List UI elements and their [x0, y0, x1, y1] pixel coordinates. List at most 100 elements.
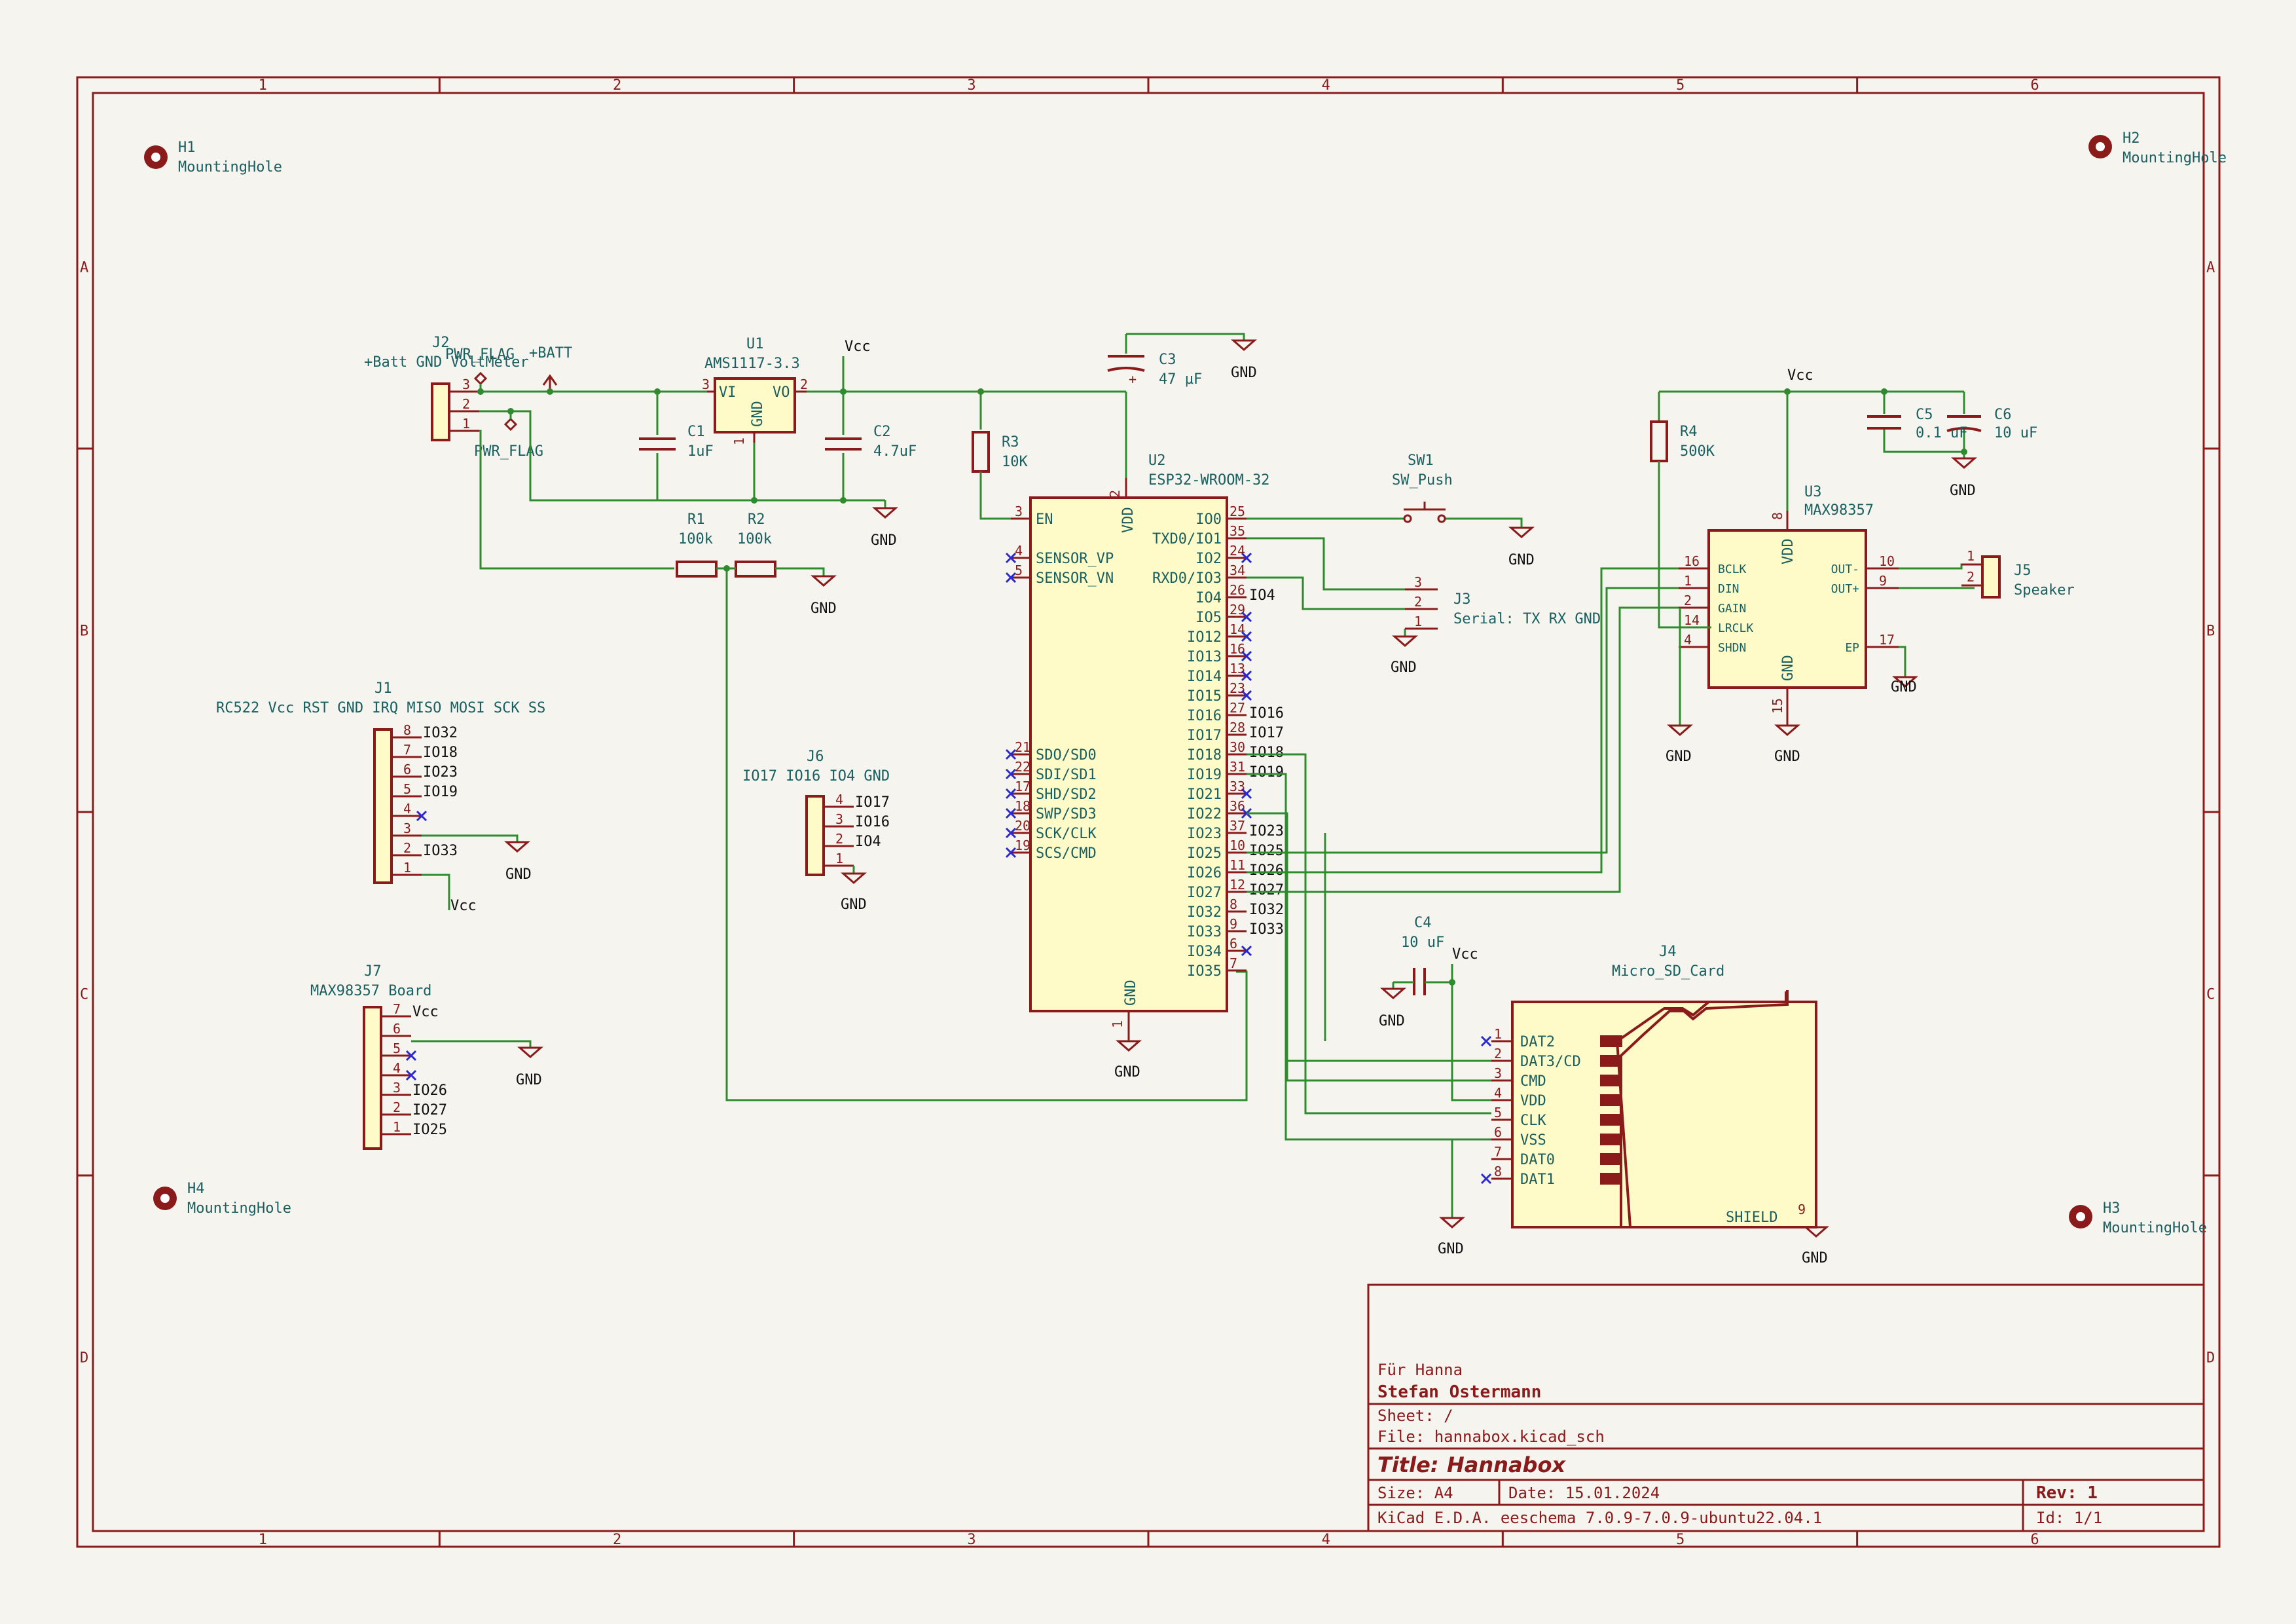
frame-row-label: B [80, 623, 88, 640]
frame-row-label: A [2206, 260, 2215, 276]
j1-pin-number: 4 [403, 801, 411, 817]
svg-text:1uF: 1uF [687, 443, 714, 460]
tb-size: Size: A4 [1377, 1484, 1453, 1502]
esp32-pin-name: IO2 [1195, 551, 1222, 567]
sdcard-pin-number: 5 [1494, 1105, 1502, 1120]
svg-text:3: 3 [1414, 574, 1422, 590]
net-label: IO19 [1249, 764, 1284, 781]
svg-text:0.1 uF: 0.1 uF [1916, 425, 1967, 441]
esp32-pin-number: 22 [1015, 759, 1030, 775]
svg-text:C5: C5 [1916, 407, 1933, 423]
svg-text:GND: GND [841, 896, 867, 913]
sdcard-pin-number: 6 [1494, 1124, 1502, 1140]
svg-text:4.7uF: 4.7uF [873, 443, 917, 460]
esp32-pin-number: 20 [1015, 818, 1030, 834]
svg-text:100k: 100k [737, 531, 772, 547]
j2-value: +Batt GND VoltMeter [364, 354, 529, 371]
no-connect-marker [1241, 611, 1252, 623]
svg-text:GND: GND [1379, 1013, 1405, 1029]
frame-col-label: 3 [967, 77, 975, 94]
u1-value: AMS1117-3.3 [704, 356, 800, 372]
esp32-pin-name: SDO/SD0 [1036, 747, 1097, 764]
no-connect-marker [405, 1050, 417, 1061]
esp32-pin-number: 37 [1230, 818, 1245, 834]
esp32-pin-name: IO16 [1187, 708, 1222, 724]
net-label: IO17 [855, 794, 890, 811]
net-label: IO25 [412, 1122, 447, 1138]
esp32-pin-name: IO35 [1187, 963, 1222, 980]
svg-text:8: 8 [1770, 512, 1785, 520]
svg-text:2: 2 [462, 396, 470, 412]
esp32-pin-number: 9 [1230, 916, 1237, 932]
max98357-pin-number: 4 [1684, 632, 1692, 648]
frame-row-label: D [80, 1350, 88, 1367]
no-connect-marker [1005, 827, 1017, 839]
j7-pin-number: 3 [393, 1080, 401, 1096]
mounting-hole-h2: H2 MountingHole [2088, 130, 2227, 166]
svg-text:1: 1 [731, 437, 747, 445]
esp32-pin-number: 34 [1230, 563, 1245, 578]
esp32-pin-number: 33 [1230, 779, 1245, 794]
net-label: IO23 [1249, 823, 1284, 840]
esp32-pin-name: IO12 [1187, 629, 1222, 646]
frame-col-label: 6 [2030, 1532, 2039, 1548]
esp32-pin-name: IO22 [1187, 806, 1222, 822]
net-label: IO23 [423, 764, 458, 781]
svg-text:GND: GND [1774, 748, 1800, 765]
net-label: IO32 [1249, 902, 1284, 918]
net-label: IO27 [412, 1102, 447, 1118]
max98357-pin-number: 16 [1684, 553, 1700, 569]
esp32-pin-name: IO13 [1187, 649, 1222, 665]
esp32-pin-number: 23 [1230, 680, 1245, 696]
j1-pin-number: 7 [403, 742, 411, 758]
esp32-pin-name: IO4 [1195, 590, 1222, 606]
no-connect-marker [1241, 670, 1252, 682]
svg-text:SHIELD: SHIELD [1726, 1209, 1777, 1226]
esp32-pin-number: 10 [1230, 838, 1245, 853]
j7-pin-number: 4 [393, 1060, 401, 1076]
no-connect-marker [1480, 1173, 1492, 1185]
max98357-pin-name: OUT- [1831, 563, 1859, 576]
svg-text:GND: GND [516, 1072, 542, 1088]
no-connect-marker [1005, 552, 1017, 564]
max98357-pin-number: 14 [1684, 612, 1700, 628]
tb-rev: Rev: 1 [2036, 1483, 2098, 1503]
svg-text:C2: C2 [873, 424, 891, 440]
j7-pin-number: 2 [393, 1099, 401, 1115]
svg-text:R1: R1 [687, 511, 705, 528]
sdcard-pin-number: 1 [1494, 1026, 1502, 1042]
esp32-pin-name: IO34 [1187, 944, 1222, 960]
esp32-pin-name: IO15 [1187, 688, 1222, 705]
esp32-pin-name: SENSOR_VN [1036, 570, 1114, 587]
svg-text:GND: GND [505, 866, 532, 883]
frame-col-label: 4 [1322, 1532, 1330, 1548]
sdcard-pin-name: VDD [1520, 1093, 1546, 1109]
esp32-pin-number: 25 [1230, 504, 1245, 519]
svg-text:2: 2 [1414, 594, 1422, 610]
esp32-pin-name: SCS/CMD [1036, 845, 1097, 862]
max98357-pin-name: OUT+ [1831, 582, 1860, 596]
sdcard-pin-number: 3 [1494, 1065, 1502, 1081]
esp32-pin-name: IO23 [1187, 826, 1222, 842]
tb-company: Stefan Ostermann [1377, 1382, 1541, 1402]
title-block: Für Hanna Stefan Ostermann Sheet: / File… [1367, 1283, 2205, 1532]
svg-text:H3: H3 [2103, 1200, 2121, 1217]
j1-pin-number: 5 [403, 781, 411, 797]
esp32-pin-name: EN [1036, 511, 1053, 528]
svg-text:2: 2 [1967, 569, 1975, 585]
sdcard-pin-number: 2 [1494, 1046, 1502, 1061]
j1-pin-number: 8 [403, 722, 411, 738]
svg-text:GND: GND [1508, 552, 1535, 568]
j1-rc522-connector: J1 RC522 Vcc RST GND IRQ MISO MOSI SCK S… [216, 680, 545, 914]
frame-col-label: 1 [259, 77, 267, 94]
esp32-pin-number: 12 [1230, 877, 1245, 893]
sdcard-pin-name: DAT3/CD [1520, 1054, 1581, 1070]
max98357-pin-name: LRCLK [1718, 621, 1753, 635]
j6-pin-number: 4 [835, 792, 843, 807]
frame-col-label: 5 [1676, 1532, 1685, 1548]
max98357-amplifier: U3 MAX98357 16BCLK1DIN2GAIN14LRCLK4SHDN … [1650, 367, 2075, 765]
max98357-pin-name: GAIN [1718, 602, 1746, 616]
esp32-pin-number: 16 [1230, 641, 1245, 657]
pwr-flag-top: PWR_FLAG [445, 346, 515, 363]
